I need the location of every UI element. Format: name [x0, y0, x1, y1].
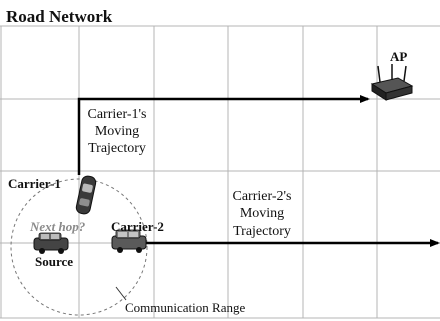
carrier2-trajectory-line3: Trajectory [233, 224, 291, 239]
source-label: Source [35, 254, 73, 269]
source-car-icon [33, 232, 69, 254]
range-pointer-line [115, 286, 127, 301]
diagram-title: Road Network [6, 7, 113, 26]
carrier2-label: Carrier-2 [111, 219, 164, 234]
next-hop-question: Next hop? [29, 219, 86, 234]
ap-label: AP [390, 49, 407, 64]
carrier2-trajectory-line1: Carrier-2's [233, 189, 292, 204]
carrier2-trajectory-caption: Carrier-2's Moving Trajectory [233, 189, 292, 239]
carrier1-label: Carrier-1 [8, 176, 61, 191]
carrier1-trajectory-caption: Carrier-1's Moving Trajectory [88, 107, 147, 156]
communication-range-circle [10, 178, 148, 316]
road-grid [0, 25, 440, 319]
carrier2-car-icon [111, 229, 147, 253]
access-point-icon [370, 64, 414, 101]
carrier1-car-icon [75, 175, 97, 215]
carrier1-trajectory-line2: Moving [95, 124, 139, 139]
carrier1-trajectory-line3: Trajectory [88, 141, 146, 156]
communication-range-label: Communication Range [125, 300, 245, 315]
carrier1-trajectory-line1: Carrier-1's [88, 107, 147, 122]
carrier1-trajectory-arrow [77, 95, 370, 175]
carrier2-trajectory-line2: Moving [240, 206, 284, 221]
